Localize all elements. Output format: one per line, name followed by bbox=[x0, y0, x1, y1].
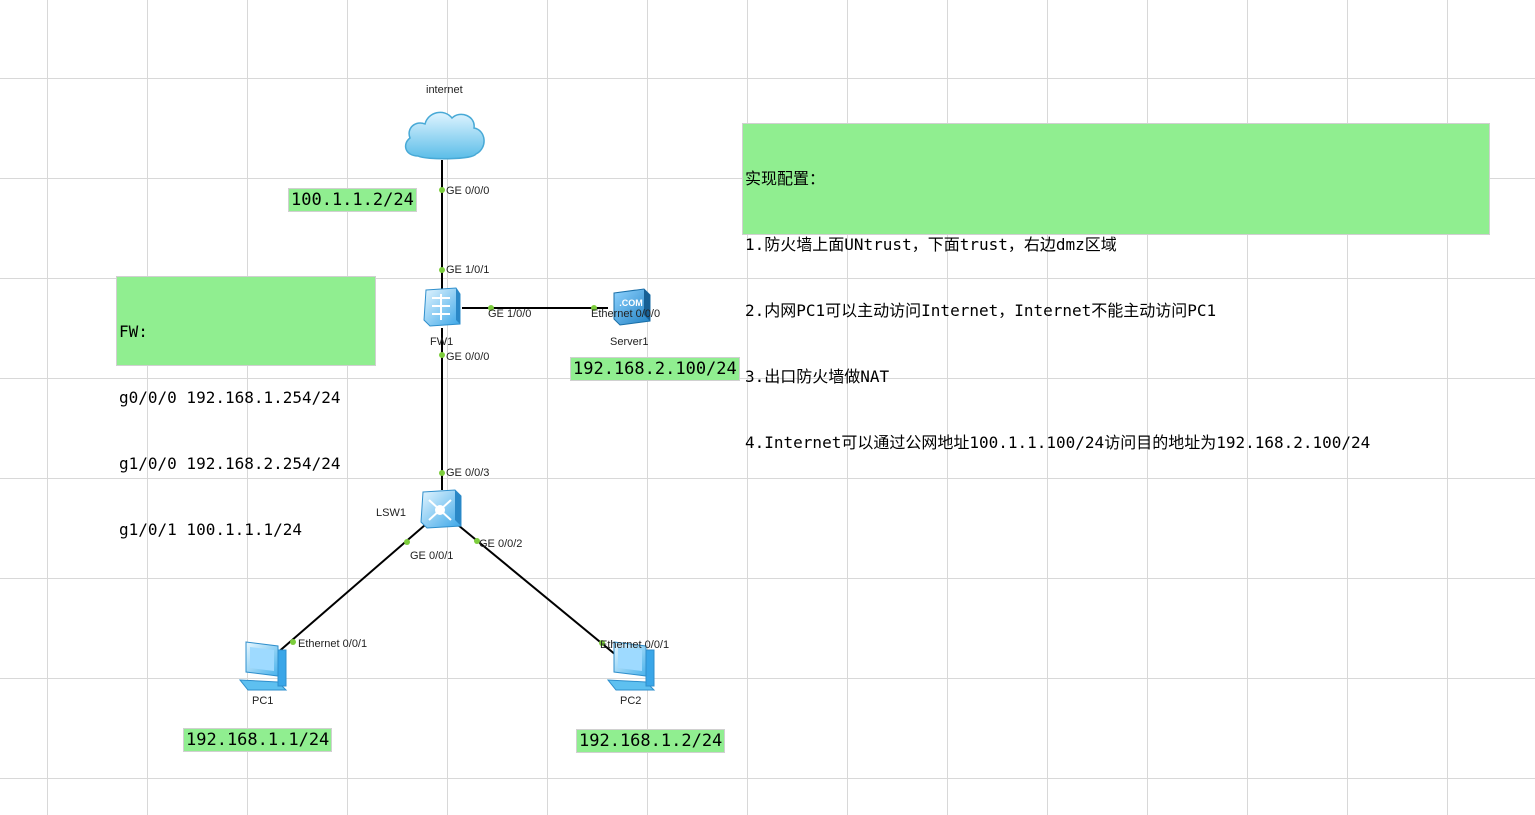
note-line: 1.防火墙上面UNtrust，下面trust，右边dmz区域 bbox=[745, 235, 1117, 254]
device-label-fw1: FW1 bbox=[430, 336, 454, 348]
port-label-pc1-eth001: Ethernet 0/0/1 bbox=[298, 638, 368, 650]
port-dot bbox=[591, 305, 597, 311]
note-fw-interfaces[interactable]: FW: g0/0/0 192.168.1.254/24 g1/0/0 192.1… bbox=[116, 276, 376, 539]
port-dot bbox=[439, 470, 445, 476]
note-line: g1/0/1 100.1.1.1/24 bbox=[119, 520, 303, 539]
pc-icon bbox=[606, 641, 656, 691]
port-dot bbox=[439, 187, 445, 193]
note-line: 2.内网PC1可以主动访问Internet，Internet不能主动访问PC1 bbox=[745, 301, 1217, 320]
note-line: 3.出口防火墙做NAT bbox=[745, 367, 890, 386]
port-dot bbox=[439, 267, 445, 273]
note-line: g1/0/0 192.168.2.254/24 bbox=[119, 454, 341, 473]
device-label-lsw1: LSW1 bbox=[376, 507, 406, 519]
port-label-fw-ge000: GE 0/0/0 bbox=[446, 351, 490, 363]
port-label-lsw-ge002: GE 0/0/2 bbox=[479, 538, 523, 550]
note-line: FW: bbox=[119, 322, 148, 341]
note-pc2-ip[interactable]: 192.168.1.2/24 bbox=[576, 729, 726, 753]
device-label-pc2: PC2 bbox=[620, 695, 642, 707]
note-line: 4.Internet可以通过公网地址100.1.1.100/24访问目的地址为1… bbox=[745, 433, 1371, 452]
device-pc1[interactable] bbox=[238, 640, 290, 694]
port-dot bbox=[488, 305, 494, 311]
note-internet-ip[interactable]: 100.1.1.2/24 bbox=[288, 188, 417, 212]
port-label-lsw-ge003: GE 0/0/3 bbox=[446, 467, 490, 479]
server-icon: .COM bbox=[613, 288, 651, 326]
device-fw1[interactable] bbox=[420, 286, 464, 328]
port-label-server-eth000: Ethernet 0/0/0 bbox=[591, 308, 661, 320]
note-task-requirements[interactable]: 实现配置： 1.防火墙上面UNtrust，下面trust，右边dmz区域 2.内… bbox=[742, 123, 1490, 452]
device-server1[interactable]: .COM bbox=[610, 285, 654, 327]
port-label-pc2-eth001: Ethernet 0/0/1 bbox=[600, 639, 670, 651]
note-line: g0/0/0 192.168.1.254/24 bbox=[119, 388, 341, 407]
device-lsw1[interactable] bbox=[419, 488, 463, 530]
port-dot bbox=[290, 639, 296, 645]
device-label-internet: internet bbox=[426, 84, 463, 96]
port-dot bbox=[474, 538, 480, 544]
device-internet[interactable] bbox=[400, 104, 488, 166]
port-dot bbox=[439, 352, 445, 358]
cloud-icon bbox=[404, 111, 485, 160]
port-dot bbox=[599, 640, 605, 646]
firewall-icon bbox=[423, 287, 461, 327]
link-lsw1-pc2[interactable] bbox=[457, 524, 623, 661]
pc-icon bbox=[238, 641, 288, 691]
port-dot bbox=[404, 539, 410, 545]
link-lsw1-pc1[interactable] bbox=[275, 524, 426, 655]
server-badge: .COM bbox=[619, 298, 643, 308]
device-label-pc1: PC1 bbox=[252, 695, 274, 707]
port-label-lsw-ge001: GE 0/0/1 bbox=[410, 550, 454, 562]
note-pc1-ip[interactable]: 192.168.1.1/24 bbox=[183, 728, 333, 752]
port-label-fw-ge100: GE 1/0/0 bbox=[488, 308, 532, 320]
port-label-internet-ge000: GE 0/0/0 bbox=[446, 185, 490, 197]
switch-icon bbox=[420, 489, 462, 529]
device-label-server1: Server1 bbox=[610, 336, 649, 348]
note-server-ip[interactable]: 192.168.2.100/24 bbox=[570, 357, 740, 381]
device-pc2[interactable] bbox=[606, 640, 658, 694]
note-line: 实现配置： bbox=[745, 169, 826, 188]
port-label-fw-ge101: GE 1/0/1 bbox=[446, 264, 490, 276]
